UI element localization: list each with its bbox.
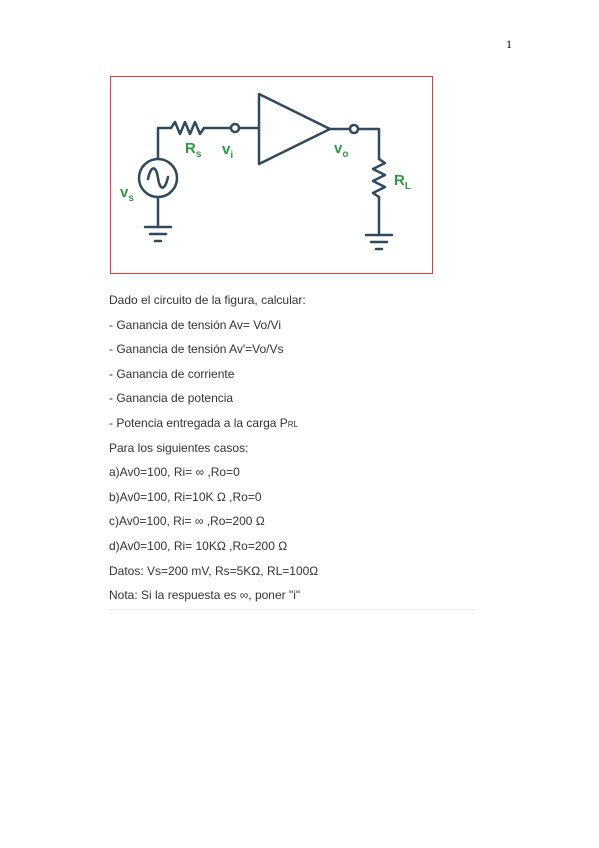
sine-wave-icon bbox=[146, 167, 170, 189]
item-power-gain: - Ganancia de potencia bbox=[109, 391, 234, 406]
ground-icon-source bbox=[143, 225, 173, 243]
cases-intro: Para los siguientes casos: bbox=[109, 440, 249, 455]
rl-resistor bbox=[371, 157, 387, 199]
vo-node bbox=[348, 123, 360, 135]
case-c: c)Av0=100, Ri= ∞ ,Ro=200 Ω bbox=[109, 514, 265, 529]
amplifier-triangle bbox=[257, 92, 332, 166]
wire-vo-to-rl bbox=[356, 127, 381, 161]
wire-source-to-rs bbox=[156, 126, 173, 161]
item-voltage-gain: - Ganancia de tensión Av= Vo/Vi bbox=[109, 317, 282, 332]
vi-label: vi bbox=[222, 141, 233, 161]
rl-label: RL bbox=[394, 172, 411, 192]
datos-line: Datos: Vs=200 mV, Rs=5KΩ, RL=100Ω bbox=[109, 563, 319, 578]
divider bbox=[109, 609, 475, 610]
rs-resistor bbox=[169, 120, 206, 136]
case-a: a)Av0=100, Ri= ∞ ,Ro=0 bbox=[109, 465, 240, 480]
load-power-text: - Potencia entregada a la carga P bbox=[109, 415, 288, 430]
vo-label: vo bbox=[334, 140, 348, 160]
load-power-subscript: RL bbox=[287, 419, 299, 429]
rs-label: Rs bbox=[185, 140, 202, 160]
case-d: d)Av0=100, Ri= 10KΩ ,Ro=200 Ω bbox=[109, 538, 288, 553]
item-load-power: - Potencia entregada a la carga PRL bbox=[109, 411, 479, 436]
item-current-gain: - Ganancia de corriente bbox=[109, 366, 235, 381]
ground-icon-load bbox=[364, 233, 394, 251]
circuit-figure: Rs vi vo vs RL bbox=[110, 76, 433, 274]
problem-text: Dado el circuito de la figura, calcular:… bbox=[109, 288, 479, 608]
vi-node bbox=[229, 122, 241, 134]
case-b: b)Av0=100, Ri=10K Ω ,Ro=0 bbox=[109, 489, 262, 504]
intro-line: Dado el circuito de la figura, calcular: bbox=[109, 293, 306, 307]
circuit-diagram: Rs vi vo vs RL bbox=[120, 92, 411, 251]
page-number: 1 bbox=[506, 37, 512, 51]
vs-label: vs bbox=[120, 184, 134, 204]
nota-line: Nota: Si la respuesta es ∞, poner "i" bbox=[109, 588, 301, 603]
item-voltage-gain-source: - Ganancia de tensión Av'=Vo/Vs bbox=[109, 342, 284, 357]
